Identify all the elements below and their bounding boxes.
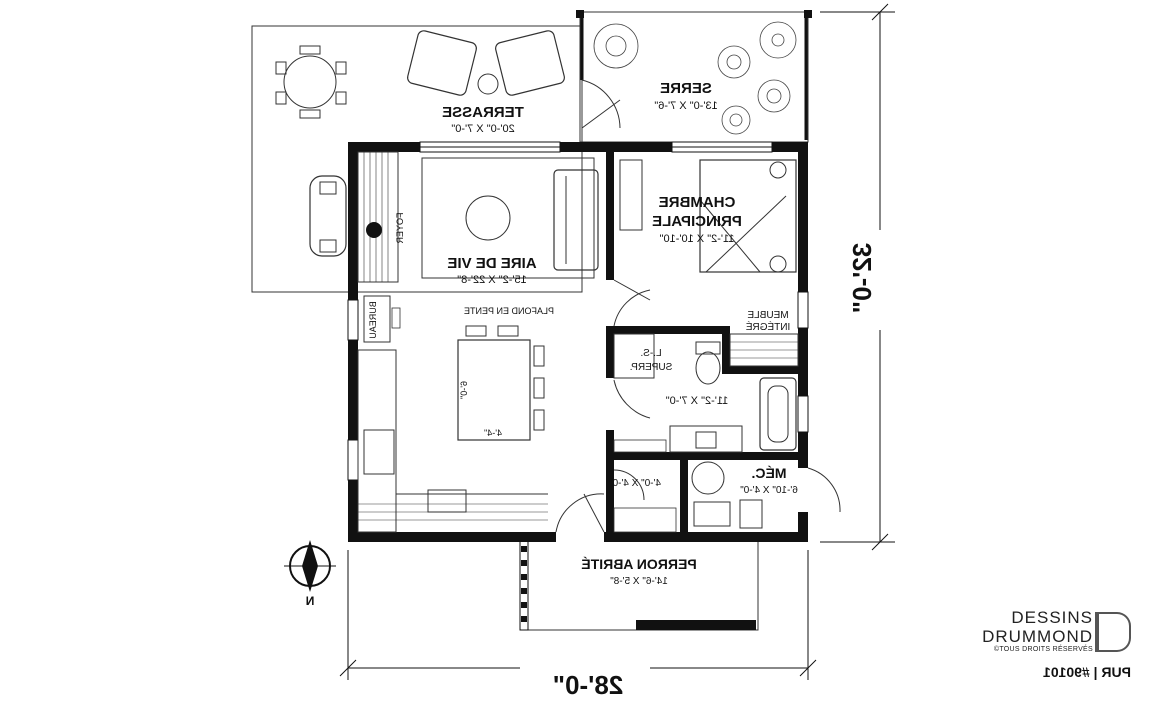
- island-dim-a: 6'-0": [459, 381, 469, 399]
- label-aire-de-vie: AIRE DE VIE: [447, 255, 536, 272]
- island-dim-b: 4'-4": [484, 428, 502, 438]
- label-laveuse-2: SUPERP.: [630, 362, 673, 373]
- label-perron: PERRON ABRITÉ: [581, 556, 696, 572]
- label-mec: MÉC.: [752, 465, 787, 481]
- greenhouse-plants: [593, 21, 797, 135]
- bathtub: [759, 377, 797, 451]
- size-salle-de-bain: 11'-2" X 7'-0": [666, 395, 729, 407]
- size-chambre: 11'-2" X 10'-10": [660, 233, 735, 245]
- label-chambre-1: CHAMBRE: [659, 194, 736, 211]
- label-serre: SERRE: [660, 80, 712, 97]
- size-terrasse: 20'-0" X 7'-0": [451, 123, 514, 135]
- label-bureau: BUREAU: [368, 301, 378, 339]
- armchair-right: [495, 30, 565, 96]
- kitchen-island: [457, 339, 531, 441]
- patio-table: [283, 55, 337, 109]
- label-foyer: FOYER: [395, 212, 405, 244]
- compass-icon: [284, 540, 336, 592]
- label-meuble-2: INTÉGRÉ: [745, 320, 790, 333]
- stove-icon: [366, 222, 382, 238]
- label-terrasse: TERRASSE: [442, 104, 524, 121]
- greenhouse-outline: [579, 11, 809, 143]
- dimension-width: 28'-0": [553, 670, 624, 700]
- dimension-depth: 32'-0": [847, 243, 877, 314]
- toilet: [695, 351, 721, 385]
- size-perron: 14'-6" X 5'-8": [610, 576, 668, 587]
- bed: [699, 159, 797, 273]
- label-laveuse-1: L.-S.: [640, 348, 661, 359]
- brand-line1: DESSINS: [1011, 608, 1093, 627]
- interior-walls: [606, 152, 802, 532]
- label-plafond: PLAFOND EN PENTE: [464, 306, 554, 316]
- terrace-outline: [251, 25, 583, 293]
- lounge-chair: [309, 175, 347, 257]
- label-chambre-2: PRINCIPALE: [652, 213, 742, 230]
- plan-id: PUR | #90101: [1043, 664, 1131, 680]
- label-meuble-1: MEUBLE: [747, 310, 788, 321]
- compass-label: N: [306, 594, 315, 608]
- brand-rights: ©TOUS DROITS RÉSERVÉS: [993, 646, 1093, 653]
- vanity: [669, 425, 743, 453]
- brand-block: DESSINS DRUMMOND ©TOUS DROITS RÉSERVÉS: [982, 608, 1093, 653]
- armchair-left: [407, 30, 477, 96]
- stools: [465, 325, 545, 431]
- brand-logo-icon: [1095, 612, 1131, 652]
- size-aire-de-vie: 15'-2" X 22'-8": [457, 274, 527, 286]
- brand-line2: DRUMMOND: [982, 627, 1093, 646]
- size-serre: 13'-0" X 7'-6": [654, 100, 717, 112]
- coffee-table: [465, 195, 511, 241]
- size-mec: 6'-10" X 4'-0": [740, 485, 798, 496]
- sofa: [553, 169, 599, 271]
- size-rangement: 4'-0" X 4'-0": [609, 478, 662, 489]
